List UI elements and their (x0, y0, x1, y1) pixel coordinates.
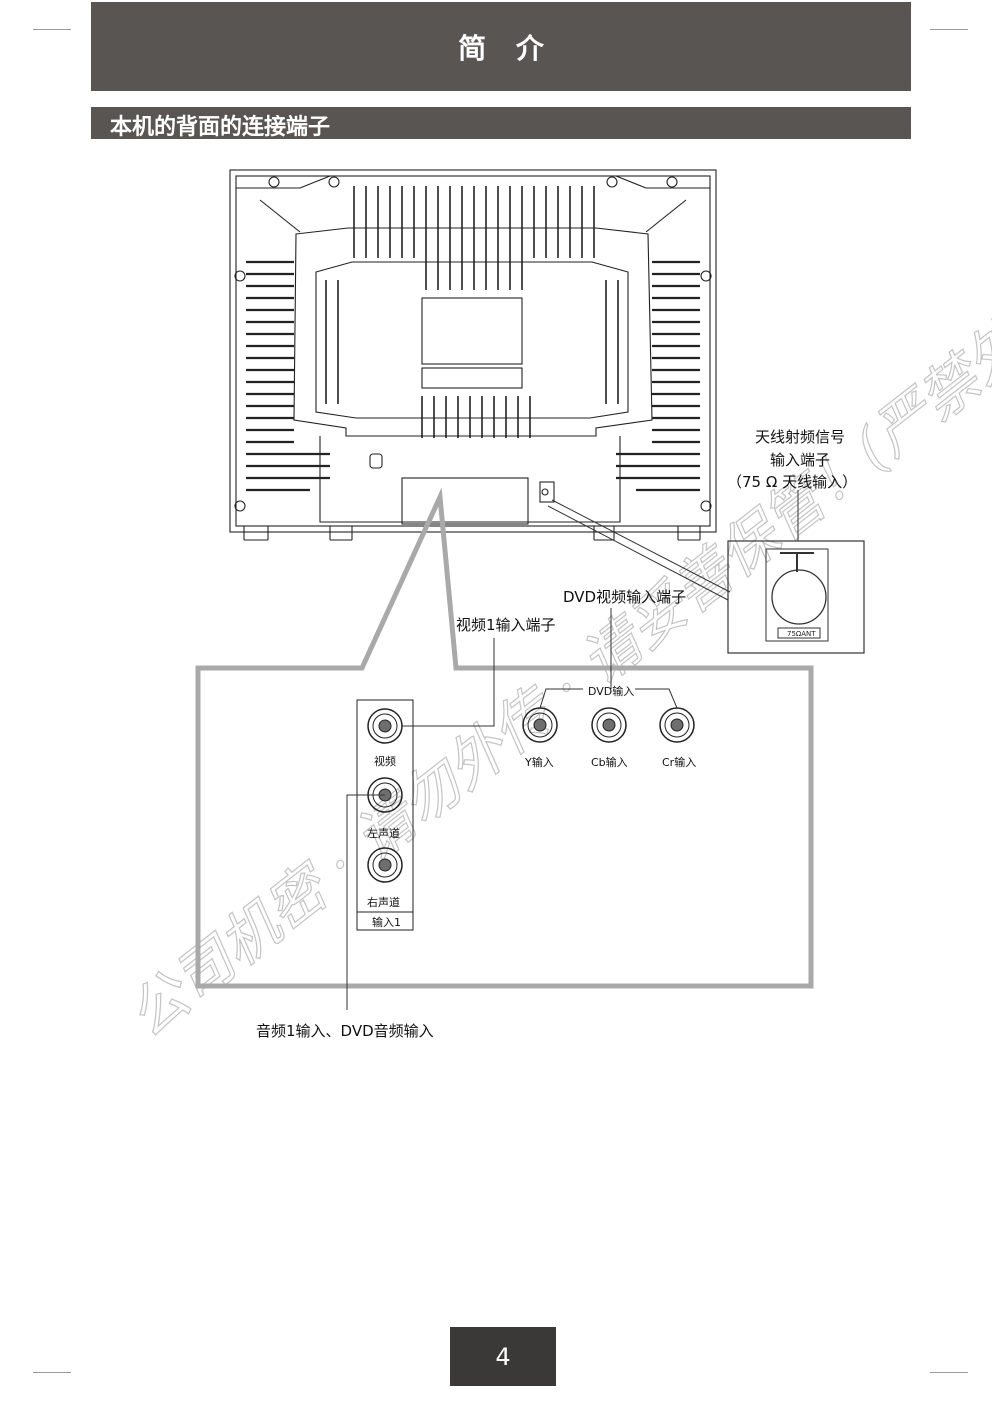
dvd-video-callout: DVD视频输入端子 (563, 588, 687, 606)
antenna-callout-line2: 输入端子 (770, 451, 831, 469)
svg-text:公司机密 · 请勿外传 · 请妥善保管！(严禁外泄): 公司机密 · 请勿外传 · 请妥善保管！(严禁外泄) (115, 259, 992, 1051)
dvd-group-label: DVD输入 (588, 685, 635, 698)
antenna-plate-label: 75ΩANT (787, 630, 816, 638)
section-bar: 本机的背面的连接端子 (91, 107, 911, 140)
audio-callout: 音频1输入、DVD音频输入 (256, 1022, 434, 1040)
antenna-callout-line1: 天线射频信号 (755, 428, 846, 446)
trim-mark-top-right (930, 29, 968, 30)
vent-slots-sides (246, 260, 700, 492)
watermark: 公司机密 · 请勿外传 · 请妥善保管！(严禁外泄) (114, 258, 992, 1052)
jack-video-label: 视频 (374, 755, 396, 768)
trim-mark-top-left (33, 29, 71, 30)
antenna-callout-line3: （75 Ω 天线输入） (727, 473, 858, 491)
trim-mark-bottom-left (33, 1372, 71, 1373)
antenna-detail (547, 490, 865, 654)
jack-audio-right-label: 右声道 (367, 896, 400, 909)
section-title: 本机的背面的连接端子 (110, 115, 331, 140)
page-number: 4 (495, 1342, 511, 1371)
vent-slots-lower (325, 280, 619, 438)
jack-dvd-y[interactable] (522, 707, 558, 743)
jack-audio-right[interactable] (367, 847, 403, 883)
callout-balloon (195, 487, 814, 989)
page-title: 简 介 (458, 31, 554, 65)
leader-lines (346, 608, 678, 1010)
jack-dvd-cb[interactable] (591, 707, 627, 743)
input1-group-label: 输入1 (372, 916, 401, 929)
jack-dvd-y-label: Y输入 (525, 756, 554, 769)
jack-dvd-cr[interactable] (659, 707, 695, 743)
jack-dvd-cb-label: Cb输入 (591, 756, 628, 769)
header-bar: 简 介 (91, 2, 911, 91)
page-number-box: 4 (450, 1327, 556, 1386)
input-panel (356, 699, 414, 931)
jack-audio-left-label: 左声道 (367, 827, 400, 840)
trim-mark-bottom-right (930, 1372, 968, 1373)
tv-rear-housing (229, 169, 717, 541)
jack-video[interactable] (367, 708, 403, 744)
jack-dvd-cr-label: Cr输入 (662, 756, 697, 769)
video1-callout: 视频1输入端子 (456, 616, 556, 634)
vent-slots-top (353, 186, 595, 290)
